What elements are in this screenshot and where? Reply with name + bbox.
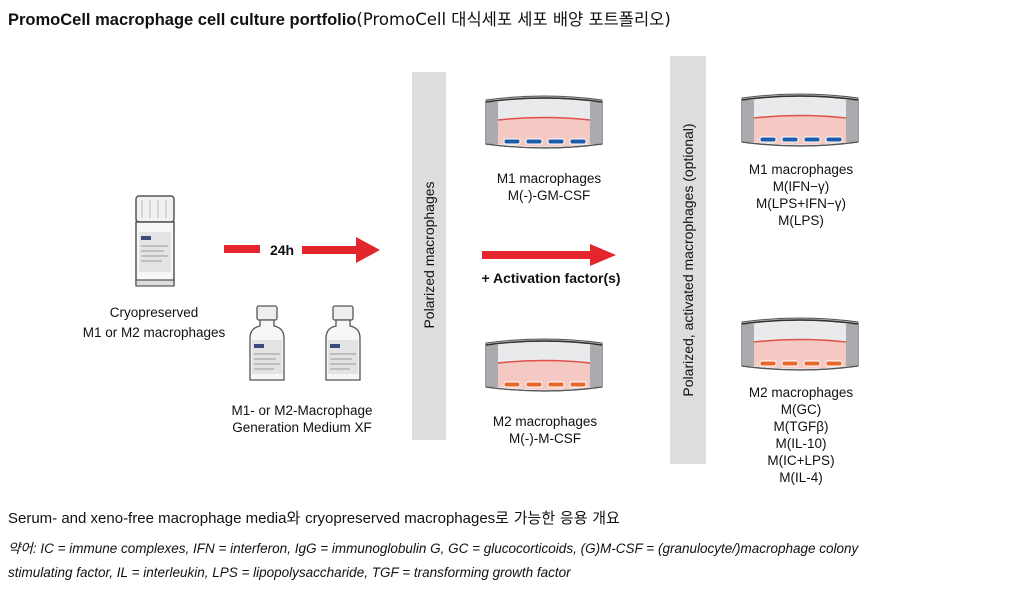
m1-activated-label: M1 macrophages M(IFN−γ) M(LPS+IFN−γ) M(L…	[726, 161, 876, 229]
abbreviations-prefix: 약어	[8, 541, 33, 557]
cryo-vial-icon	[135, 195, 175, 287]
activation-label: + Activation factor(s)	[481, 270, 621, 286]
arrow-24h-tail	[224, 245, 260, 253]
m1-activated-item: M(LPS+IFN−γ)	[755, 196, 847, 211]
activated-bar	[670, 56, 706, 464]
medium-bottle-icon	[249, 305, 285, 381]
caption-part: 와	[286, 509, 306, 527]
dish-m1-icon	[485, 95, 603, 149]
cryo-label-line1: Cryopreserved	[109, 305, 199, 320]
m2-activated-title: M2 macrophages	[748, 385, 854, 400]
page-title: PromoCell macrophage cell culture portfo…	[8, 6, 671, 30]
dish-m2-activated-icon	[741, 317, 859, 371]
dish-m1-sub: M(-)-GM-CSF	[507, 188, 591, 203]
medium-label-line1: M1- or M2-Macrophage	[231, 403, 373, 418]
abbreviations-text: : IC = immune complexes, IFN = interfero…	[32, 541, 859, 556]
dish-m2-label: M2 macrophages M(-)-M-CSF	[470, 413, 620, 447]
cryo-label: Cryopreserved M1 or M2 macrophages	[70, 304, 238, 341]
caption-part: cryopreserved macrophages	[305, 510, 496, 527]
figure-caption: Serum- and xeno-free macrophage media와 c…	[8, 507, 620, 528]
m2-activated-item: M(GC)	[780, 402, 822, 417]
activation-arrow-icon	[482, 244, 616, 266]
dish-m2-title: M2 macrophages	[492, 414, 598, 429]
polarized-bar	[412, 72, 446, 440]
dish-m2-icon	[485, 338, 603, 392]
medium-label: M1- or M2-Macrophage Generation Medium X…	[212, 402, 392, 436]
m2-activated-item: M(TGFβ)	[773, 419, 829, 434]
medium-label-line2: Generation Medium XF	[232, 420, 372, 435]
m1-activated-item: M(LPS)	[778, 213, 824, 228]
caption-part: Serum- and xeno-free macrophage media	[8, 510, 287, 527]
arrow-24h-label: 24h	[269, 242, 295, 258]
title-main: PromoCell macrophage cell culture portfo…	[8, 11, 357, 29]
m2-activated-item: M(IC+LPS)	[767, 453, 835, 468]
caption-part: 로 가능한 응용 개요	[495, 509, 620, 527]
m2-activated-item: M(IL-4)	[779, 470, 823, 485]
abbreviations-line2: stimulating factor, IL = interleukin, LP…	[8, 565, 571, 580]
cryo-label-line2: M1 or M2 macrophages	[82, 325, 226, 340]
dish-m1-title: M1 macrophages	[496, 171, 602, 186]
dish-m2-sub: M(-)-M-CSF	[509, 431, 581, 446]
activated-bar-label: Polarized, activated macrophages (option…	[680, 123, 696, 397]
m1-activated-item: M(IFN−γ)	[772, 179, 830, 194]
dish-m1-label: M1 macrophages M(-)-GM-CSF	[474, 170, 624, 204]
abbreviations-line1: 약어: IC = immune complexes, IFN = interfe…	[8, 537, 858, 557]
m2-activated-label: M2 macrophages M(GC) M(TGFβ) M(IL-10) M(…	[726, 384, 876, 486]
polarized-bar-label: Polarized macrophages	[421, 181, 437, 329]
title-sub: (PromoCell 대식세포 세포 배양 포트폴리오)	[356, 10, 671, 29]
medium-bottle-icon	[325, 305, 361, 381]
dish-m1-activated-icon	[741, 93, 859, 147]
arrow-right-icon	[302, 237, 380, 263]
m1-activated-title: M1 macrophages	[748, 162, 854, 177]
m2-activated-item: M(IL-10)	[775, 436, 827, 451]
